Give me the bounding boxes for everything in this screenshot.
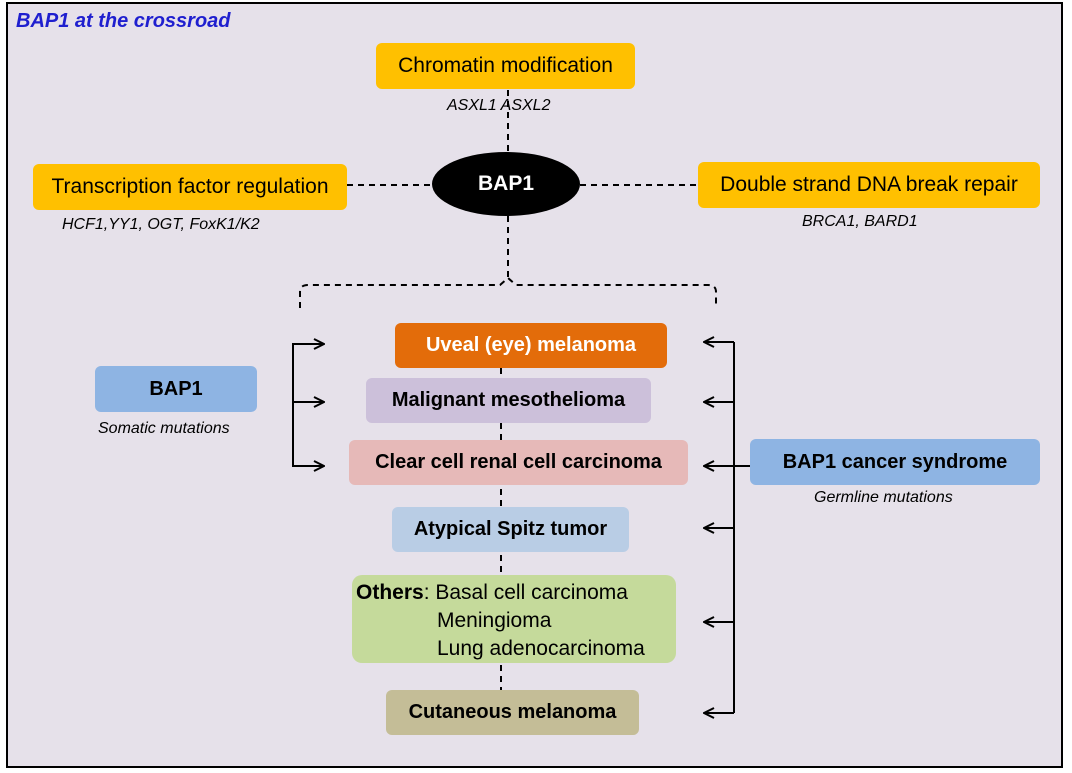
cutaneous-melanoma-box: Cutaneous melanoma <box>386 690 639 735</box>
dna-repair-box: Double strand DNA break repair <box>698 162 1040 208</box>
chromatin-partners: ASXL1 ASXL2 <box>447 97 551 114</box>
somatic-caption: Somatic mutations <box>98 420 230 437</box>
bracket-cancers <box>299 276 717 308</box>
transcription-partners: HCF1,YY1, OGT, FoxK1/K2 <box>62 216 260 233</box>
spitz-tumor-box: Atypical Spitz tumor <box>392 507 629 552</box>
diagram-title: BAP1 at the crossroad <box>16 10 231 32</box>
somatic-bracket <box>292 343 322 467</box>
mesothelioma-box: Malignant mesothelioma <box>366 378 651 423</box>
bap1-center-node: BAP1 <box>432 152 580 216</box>
germline-caption: Germline mutations <box>814 489 953 506</box>
dna-repair-partners: BRCA1, BARD1 <box>802 213 918 230</box>
others-item: Lung adenocarcinoma <box>437 637 645 660</box>
somatic-bap1-box: BAP1 <box>95 366 257 412</box>
others-item: Meningioma <box>437 609 552 632</box>
transcription-regulation-box: Transcription factor regulation <box>33 164 347 210</box>
uveal-melanoma-box: Uveal (eye) melanoma <box>395 323 667 368</box>
chromatin-modification-box: Chromatin modification <box>376 43 635 89</box>
others-box: Others: Basal cell carcinoma Meningioma … <box>352 575 676 663</box>
others-heading: Others <box>356 581 424 604</box>
renal-carcinoma-box: Clear cell renal cell carcinoma <box>349 440 688 485</box>
others-colon: : <box>423 581 436 604</box>
others-item: Basal cell carcinoma <box>435 581 628 604</box>
germline-syndrome-box: BAP1 cancer syndrome <box>750 439 1040 485</box>
